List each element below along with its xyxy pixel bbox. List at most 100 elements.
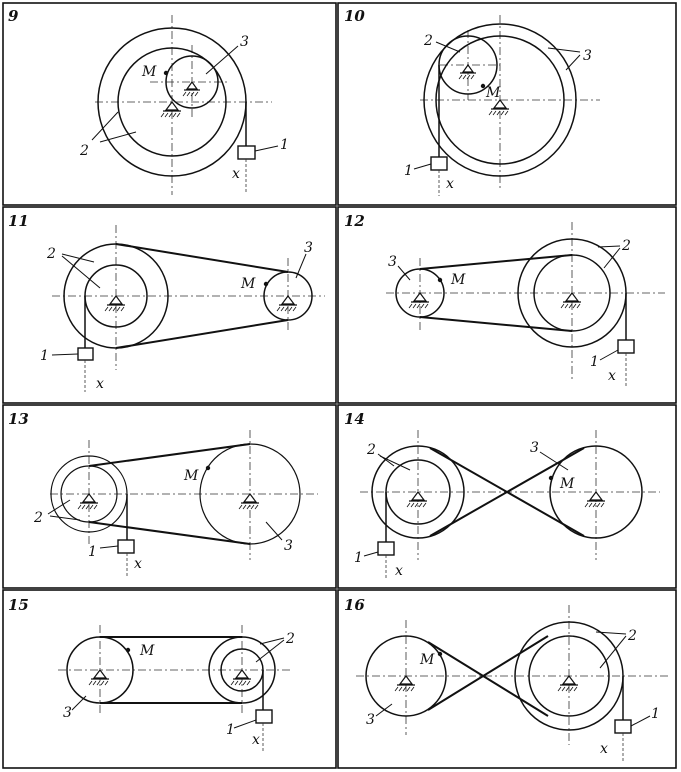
label-M: M <box>240 276 256 292</box>
label-3: 3 <box>240 34 249 50</box>
supports <box>397 675 578 686</box>
label-3: 3 <box>583 48 592 64</box>
disk-2-outer <box>371 445 465 539</box>
label-x: x <box>395 563 403 579</box>
panel-12: 12 3 M 2 <box>344 212 665 388</box>
point-M <box>125 647 131 653</box>
leaders <box>363 451 569 557</box>
point-M <box>437 277 443 283</box>
disks <box>371 445 643 539</box>
label-1: 1 <box>40 348 49 364</box>
supports <box>409 491 605 502</box>
label-1: 1 <box>590 354 599 370</box>
supports <box>460 63 509 110</box>
label-M: M <box>141 64 157 80</box>
panel-number: 16 <box>344 596 365 614</box>
point-M <box>548 475 554 481</box>
label-2: 2 <box>285 631 295 647</box>
disk-3 <box>365 635 447 717</box>
disk-2-inner <box>528 635 610 717</box>
supports <box>411 292 581 303</box>
point-M <box>205 465 211 471</box>
load-block-1 <box>117 539 135 554</box>
support-hatching <box>77 74 605 692</box>
point-M <box>163 70 169 76</box>
label-3: 3 <box>284 538 293 554</box>
belt <box>115 243 289 349</box>
label-M: M <box>485 85 501 101</box>
panel-15: 15 M 2 3 <box>8 596 295 752</box>
label-x: x <box>96 376 104 392</box>
label-x: x <box>600 741 608 757</box>
label-2: 2 <box>366 442 376 458</box>
panel-number: 13 <box>8 410 29 428</box>
leaders <box>397 245 621 361</box>
load-block-1 <box>617 339 635 354</box>
panel-13: 13 M 2 1 <box>8 410 318 578</box>
leaders <box>91 45 279 152</box>
label-2: 2 <box>621 238 631 254</box>
disk-3-outer <box>423 23 577 177</box>
supports <box>91 669 251 680</box>
panel-9: 9 M 3 2 1 x <box>8 7 289 195</box>
label-1: 1 <box>280 137 289 153</box>
load-block-1 <box>77 347 94 361</box>
label-2: 2 <box>79 143 89 159</box>
label-1: 1 <box>651 706 660 722</box>
label-M: M <box>559 476 575 492</box>
label-x: x <box>252 732 260 748</box>
belt-crossed <box>429 447 585 537</box>
point-M <box>480 83 486 89</box>
label-1: 1 <box>354 550 363 566</box>
panel-14: 14 2 3 M <box>344 410 660 580</box>
belt-crossed <box>427 635 549 717</box>
label-3: 3 <box>366 712 375 728</box>
panel-10: 10 2 3 M 1 x <box>344 7 600 196</box>
panel-number: 12 <box>344 212 365 230</box>
disk-2-inner <box>117 47 227 157</box>
panel-16: 16 M 2 3 <box>344 596 668 762</box>
leaders <box>413 41 581 170</box>
leaders <box>51 253 307 356</box>
panel-number: 14 <box>344 410 365 428</box>
load-block-1 <box>614 719 632 734</box>
belt <box>88 443 251 545</box>
disk-3 <box>165 55 219 109</box>
label-3: 3 <box>530 440 539 456</box>
label-2: 2 <box>423 33 433 49</box>
label-M: M <box>450 272 466 288</box>
leaders <box>71 637 285 729</box>
panel-number: 10 <box>344 7 365 25</box>
label-M: M <box>183 468 199 484</box>
supports <box>80 493 259 504</box>
load-block-1 <box>237 145 256 160</box>
label-3: 3 <box>388 254 397 270</box>
point-M <box>263 281 269 287</box>
load-block-1 <box>377 541 395 556</box>
belt <box>419 254 573 332</box>
belt <box>100 636 242 704</box>
label-1: 1 <box>404 163 413 179</box>
centerlines <box>52 225 325 370</box>
label-2: 2 <box>627 628 637 644</box>
disk-3-inner <box>435 35 565 165</box>
label-M: M <box>139 643 155 659</box>
panel-number: 11 <box>8 212 29 230</box>
panel-number: 9 <box>8 7 19 25</box>
supports <box>163 80 200 112</box>
label-3: 3 <box>304 240 313 256</box>
label-x: x <box>232 166 240 182</box>
leaders <box>375 631 651 727</box>
label-x: x <box>446 176 454 192</box>
label-x: x <box>608 368 616 384</box>
label-x: x <box>134 556 142 572</box>
panel-number: 15 <box>8 596 29 614</box>
load-block-1 <box>430 156 448 171</box>
disk-3 <box>549 445 643 539</box>
label-3: 3 <box>63 705 72 721</box>
supports <box>107 295 297 306</box>
panel-11: 11 2 3 M <box>8 212 325 392</box>
label-1: 1 <box>88 544 97 560</box>
